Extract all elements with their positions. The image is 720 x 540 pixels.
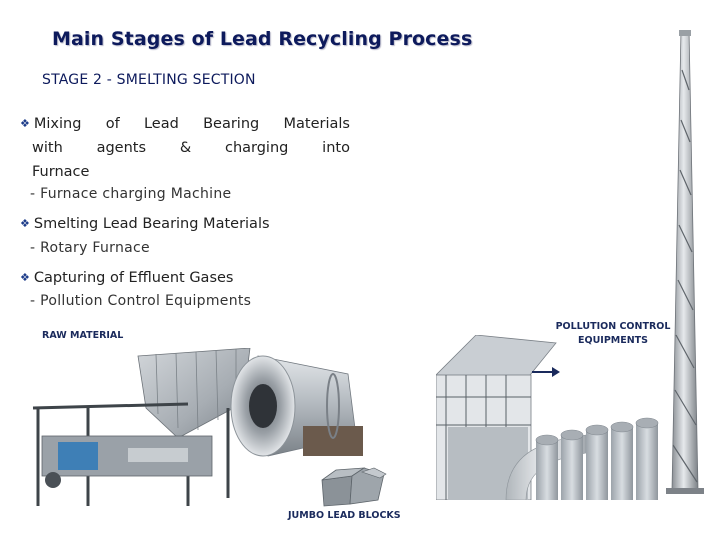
slide-title: Main Stages of Lead Recycling Process <box>52 28 473 50</box>
sub-furnace-charging: - Furnace charging Machine <box>30 186 232 202</box>
word: charging <box>224 140 289 156</box>
caption-jumbo-lead-blocks: JUMBO LEAD BLOCKS <box>288 510 401 521</box>
diamond-bullet-icon: ❖ <box>20 117 30 130</box>
diamond-bullet-icon: ❖ <box>20 217 30 230</box>
diamond-bullet-icon: ❖ <box>20 271 30 284</box>
bullet-smelting-text: Smelting Lead Bearing Materials <box>33 216 270 232</box>
word: of <box>105 116 120 132</box>
word: Bearing <box>203 116 260 132</box>
rotary-furnace-image <box>230 355 363 457</box>
jumbo-lead-blocks-image <box>321 467 387 507</box>
bullet-mixing-line2: with agents & charging into <box>20 136 350 160</box>
furnace-charging-machine-image <box>32 348 251 506</box>
arrow-right-icon <box>532 367 560 377</box>
sub-rotary-furnace: - Rotary Furnace <box>30 240 150 256</box>
sub-pollution-control: - Pollution Control Equipments <box>30 293 252 309</box>
bullet-capturing: ❖Capturing of Effluent Gases <box>20 266 233 290</box>
caption-pollution-control: POLLUTION CONTROL EQUIPMENTS <box>548 320 678 348</box>
word: with <box>32 140 63 156</box>
word: Lead <box>143 116 179 132</box>
bullet-mixing: ❖Mixing of Lead Bearing Materials with a… <box>20 112 350 184</box>
bullet-capturing-text: Capturing of Effluent Gases <box>33 270 234 286</box>
pollution-control-equipment-image <box>436 335 659 500</box>
caption-pollution-line2: EQUIPMENTS <box>578 335 648 346</box>
slide-subtitle: STAGE 2 - SMELTING SECTION <box>42 72 256 88</box>
word: into <box>322 140 350 156</box>
word: & <box>179 140 192 156</box>
word: Mixing <box>33 116 82 132</box>
bullet-smelting: ❖Smelting Lead Bearing Materials <box>20 212 270 236</box>
chimney-stack-image <box>666 30 704 494</box>
caption-raw-material: RAW MATERIAL <box>42 330 124 341</box>
bullet-mixing-line3: Furnace <box>32 164 90 180</box>
word: agents <box>96 140 147 156</box>
word: Materials <box>283 116 350 132</box>
bullet-mixing-line1: ❖Mixing of Lead Bearing Materials <box>20 112 350 136</box>
caption-pollution-line1: POLLUTION CONTROL <box>555 321 671 332</box>
